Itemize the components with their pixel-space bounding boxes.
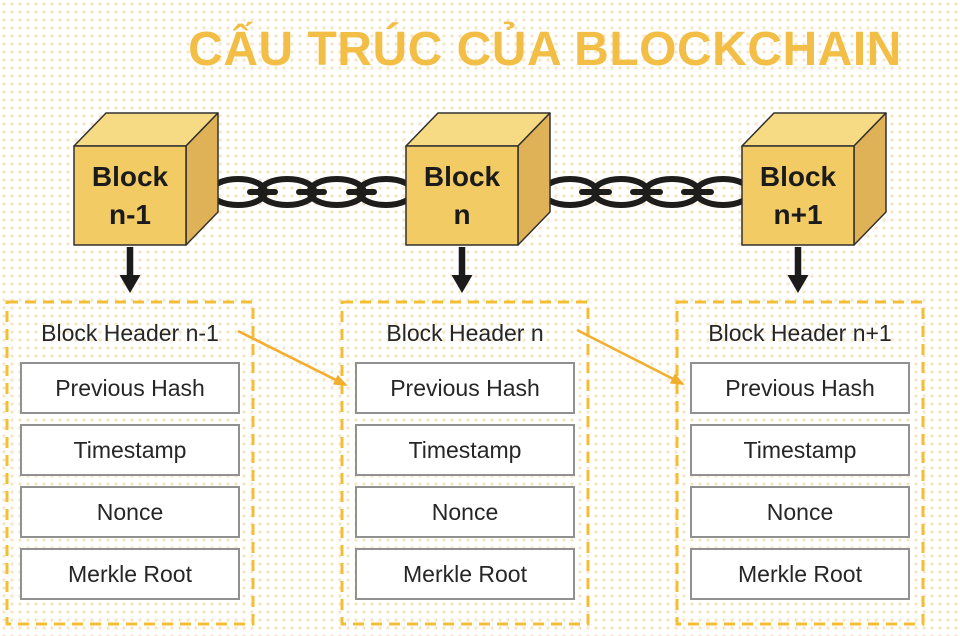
block-label-line1: Block xyxy=(759,161,837,192)
block-label-line2: n+1 xyxy=(773,199,823,230)
block-header-dashed-borders xyxy=(5,300,925,626)
block-header-title: Block Header n+1 xyxy=(708,319,892,346)
block-cube-n xyxy=(405,112,551,246)
block-label-line2: n-1 xyxy=(109,199,151,230)
previous-hash-arrow-icon xyxy=(237,328,685,387)
chain-icon xyxy=(208,176,753,208)
field-merkle-root: Merkle Root xyxy=(20,548,240,600)
block-header-title: Block Header n-1 xyxy=(41,319,219,346)
down-arrow-icon xyxy=(119,247,809,293)
field-nonce: Nonce xyxy=(20,486,240,538)
page-title: CẤU TRÚC CỦA BLOCKCHAIN xyxy=(188,23,902,76)
field-timestamp: Timestamp xyxy=(690,424,910,476)
field-previous-hash: Previous Hash xyxy=(20,362,240,414)
block-header-panel-n: Block Header n Previous Hash Timestamp N… xyxy=(341,301,589,625)
block-header-panel-n-plus-1: Block Header n+1 Previous Hash Timestamp… xyxy=(676,301,924,625)
block-label-line2: n xyxy=(453,199,471,230)
field-nonce: Nonce xyxy=(690,486,910,538)
field-nonce: Nonce xyxy=(355,486,575,538)
field-previous-hash: Previous Hash xyxy=(355,362,575,414)
block-label-line1: Block xyxy=(91,161,169,192)
block-label-line1: Block xyxy=(423,161,501,192)
field-merkle-root: Merkle Root xyxy=(690,548,910,600)
field-previous-hash: Previous Hash xyxy=(690,362,910,414)
block-cube-n-plus-1 xyxy=(741,112,887,246)
block-label-n-plus-1: Block n+1 xyxy=(738,158,858,234)
block-header-panel-n-minus-1: Block Header n-1 Previous Hash Timestamp… xyxy=(6,301,254,625)
block-label-n: Block n xyxy=(402,158,522,234)
field-timestamp: Timestamp xyxy=(355,424,575,476)
block-header-title: Block Header n xyxy=(386,319,544,346)
field-timestamp: Timestamp xyxy=(20,424,240,476)
field-merkle-root: Merkle Root xyxy=(355,548,575,600)
block-cube-n-minus-1 xyxy=(73,112,219,246)
block-label-n-minus-1: Block n-1 xyxy=(70,158,190,234)
